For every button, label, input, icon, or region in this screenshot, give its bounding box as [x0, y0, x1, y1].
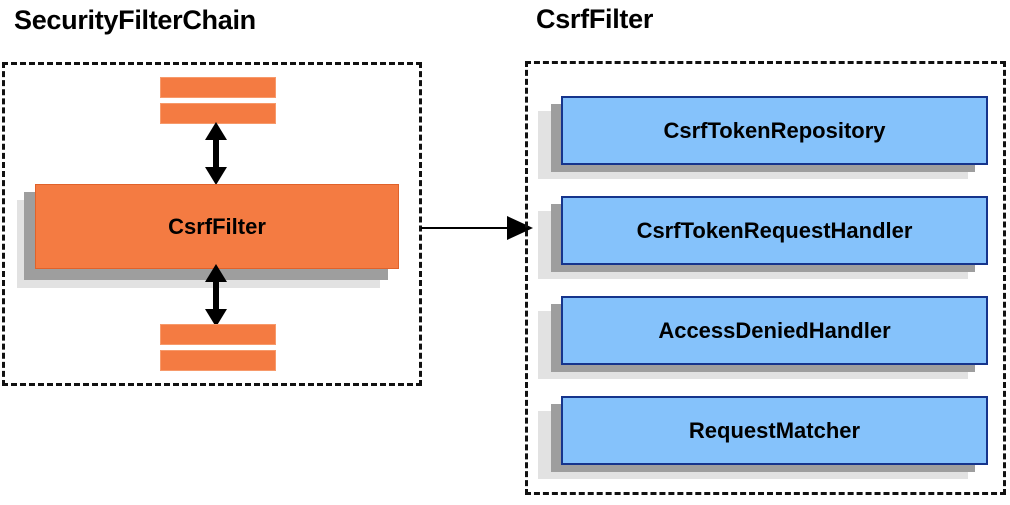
node-csrf-token-repository[interactable]: CsrfTokenRepository: [561, 96, 988, 165]
node-csrf-token-repository-label: CsrfTokenRepository: [663, 117, 886, 143]
connector-chain-down-double-arrow: [205, 264, 227, 327]
connector-chain-up-double-arrow: [205, 122, 227, 185]
node-csrf-token-request-handler[interactable]: CsrfTokenRequestHandler: [561, 196, 988, 265]
filter-bar-above-2: [160, 77, 276, 98]
filter-bar-below-1: [160, 324, 276, 345]
panel-title-csrf-filter-detail: CsrfFilter: [536, 4, 654, 34]
panel-title-security-filter-chain: SecurityFilterChain: [14, 5, 256, 35]
node-csrf-filter[interactable]: CsrfFilter: [35, 184, 399, 269]
node-request-matcher-label: RequestMatcher: [688, 417, 861, 443]
panel-boundary-csrf-filter-detail: [525, 61, 1006, 495]
node-csrf-token-request-handler-label: CsrfTokenRequestHandler: [636, 217, 913, 243]
node-csrf-filter-label: CsrfFilter: [168, 213, 266, 239]
filter-bar-above-1: [160, 103, 276, 124]
node-request-matcher[interactable]: RequestMatcher: [561, 396, 988, 465]
connector-expands-to-arrow: [421, 216, 533, 240]
node-access-denied-handler[interactable]: AccessDeniedHandler: [561, 296, 988, 365]
panel-boundary-security-filter-chain: [2, 62, 422, 386]
filter-bar-below-2: [160, 350, 276, 371]
node-access-denied-handler-label: AccessDeniedHandler: [658, 317, 891, 343]
